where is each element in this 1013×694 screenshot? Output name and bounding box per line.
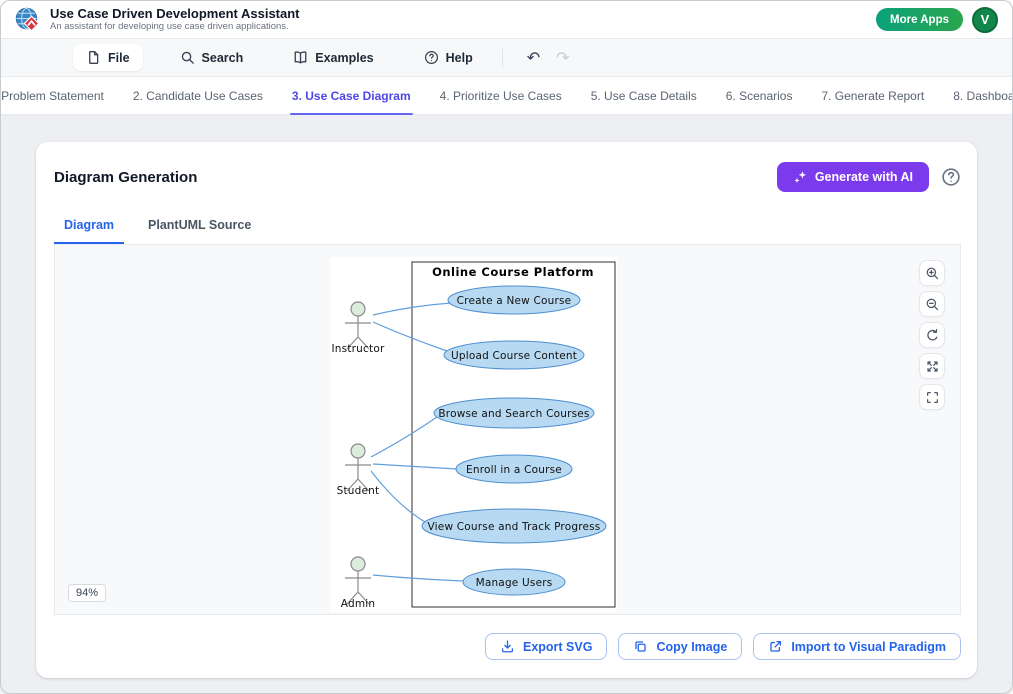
usecase-enroll: Enroll in a Course [455,454,573,484]
assoc-student-view [370,470,426,523]
zoom-reset-button[interactable] [919,322,945,348]
app-header: Use Case Driven Development Assistant An… [1,1,1012,39]
generate-with-ai-label: Generate with AI [814,170,913,184]
copy-image-button[interactable]: Copy Image [618,633,743,660]
more-apps-button[interactable]: More Apps [876,8,963,31]
help-icon [424,50,438,65]
page-title: Diagram Generation [54,168,198,186]
svg-text:Create a New Course: Create a New Course [457,295,572,307]
step-scenarios[interactable]: 6. Scenarios [725,88,793,103]
fit-screen-button[interactable] [919,353,945,379]
app-title: Use Case Driven Development Assistant [50,5,300,21]
zoom-in-icon [926,267,938,279]
search-icon [181,51,194,64]
import-vp-label: Import to Visual Paradigm [791,639,946,654]
menu-examples[interactable]: Examples [280,44,386,71]
step-prioritize-use-cases[interactable]: 4. Prioritize Use Cases [439,88,562,103]
svg-text:Student: Student [337,485,380,497]
step-problem-statement[interactable]: 1. Problem Statement [1,88,104,103]
generate-with-ai-button[interactable]: Generate with AI [776,162,929,192]
actor-student: Student [337,443,380,497]
step-tabs: 1. Problem Statement 2. Candidate Use Ca… [1,77,1012,115]
menu-search[interactable]: Search [167,44,257,71]
step-dashboard[interactable]: 8. Dashboard [953,88,1012,103]
import-to-visual-paradigm-button[interactable]: Import to Visual Paradigm [753,633,961,660]
download-icon [501,640,514,653]
app-logo-icon [15,7,40,32]
diagram-generation-card: Diagram Generation Generate with AI Diag… [36,142,977,678]
svg-text:Admin: Admin [341,598,375,610]
copy-image-label: Copy Image [656,639,728,654]
usecase-view-progress: View Course and Track Progress [421,508,607,544]
zoom-controls [919,260,945,410]
menu-examples-label: Examples [315,50,374,65]
menubar: File Search Examples Help ↶ [1,39,1012,77]
panel-help-icon[interactable] [941,167,961,187]
assoc-student-enroll [372,463,458,470]
actor-instructor: Instructor [332,301,385,355]
export-svg-label: Export SVG [523,639,593,654]
card-header: Diagram Generation Generate with AI [54,162,961,192]
undo-button[interactable]: ↶ [519,46,548,70]
copy-icon [635,641,647,652]
diagram-subtabs: Diagram PlantUML Source [54,218,961,244]
actor-admin: Admin [341,556,375,610]
header-right: More Apps V [876,6,998,33]
redo-button[interactable]: ↷ [548,46,577,70]
app-subtitle: An assistant for developing use case dri… [50,20,289,32]
usecase-browse-search: Browse and Search Courses [433,397,595,429]
svg-text:Upload Course Content: Upload Course Content [451,350,577,362]
menu-help[interactable]: Help [411,44,486,71]
step-use-case-diagram[interactable]: 3. Use Case Diagram [289,77,413,115]
assoc-instructor-create [372,302,452,316]
system-boundary-title: Online Course Platform [432,265,594,279]
zoom-in-button[interactable] [919,260,945,286]
svg-text:View Course and Track Progress: View Course and Track Progress [428,521,601,533]
zoom-out-icon [926,298,938,310]
usecase-upload-content: Upload Course Content [443,340,585,370]
main-content: Diagram Generation Generate with AI Diag… [1,115,1012,693]
expand-arrows-icon [926,360,938,372]
zoom-out-button[interactable] [919,291,945,317]
zoom-level-badge: 94% [68,584,107,602]
menubar-divider [501,48,503,67]
fullscreen-icon [926,391,938,403]
assoc-instructor-upload [372,321,448,352]
svg-text:Browse and Search Courses: Browse and Search Courses [438,408,589,420]
svg-text:Instructor: Instructor [332,343,385,355]
svg-text:Enroll in a Course: Enroll in a Course [466,464,562,476]
step-use-case-details[interactable]: 5. Use Case Details [590,88,697,103]
assoc-admin-manage [372,574,465,582]
menu-help-label: Help [445,50,473,65]
file-icon [89,51,99,64]
menu-file[interactable]: File [73,44,143,71]
assoc-student-browse [370,416,438,458]
app-title-block: Use Case Driven Development Assistant An… [50,5,300,33]
export-svg-button[interactable]: Export SVG [485,633,608,660]
tab-plantuml-source[interactable]: PlantUML Source [148,218,252,232]
avatar[interactable]: V [972,6,998,33]
fullscreen-button[interactable] [919,384,945,410]
diagram-viewport[interactable]: Online Course Platform [54,244,961,615]
menu-search-label: Search [201,50,244,65]
reset-icon [926,328,937,340]
system-boundary-rect [411,261,616,608]
association-lines [370,302,465,582]
book-icon [294,51,307,64]
action-bar: Export SVG Copy Image Import to Visual P… [54,633,961,660]
sparkles-icon [794,171,806,183]
step-generate-report[interactable]: 7. Generate Report [821,88,925,103]
usecase-manage-users: Manage Users [462,568,566,596]
svg-text:Manage Users: Manage Users [476,577,553,589]
menu-file-label: File [108,50,130,65]
external-link-icon [770,640,782,652]
step-candidate-use-cases[interactable]: 2. Candidate Use Cases [132,88,263,103]
usecase-create-course: Create a New Course [447,285,581,315]
use-case-diagram: Online Course Platform [330,257,617,612]
use-case-nodes: Create a New Course Upload Course Conten… [421,285,607,596]
tab-diagram[interactable]: Diagram [54,218,125,244]
